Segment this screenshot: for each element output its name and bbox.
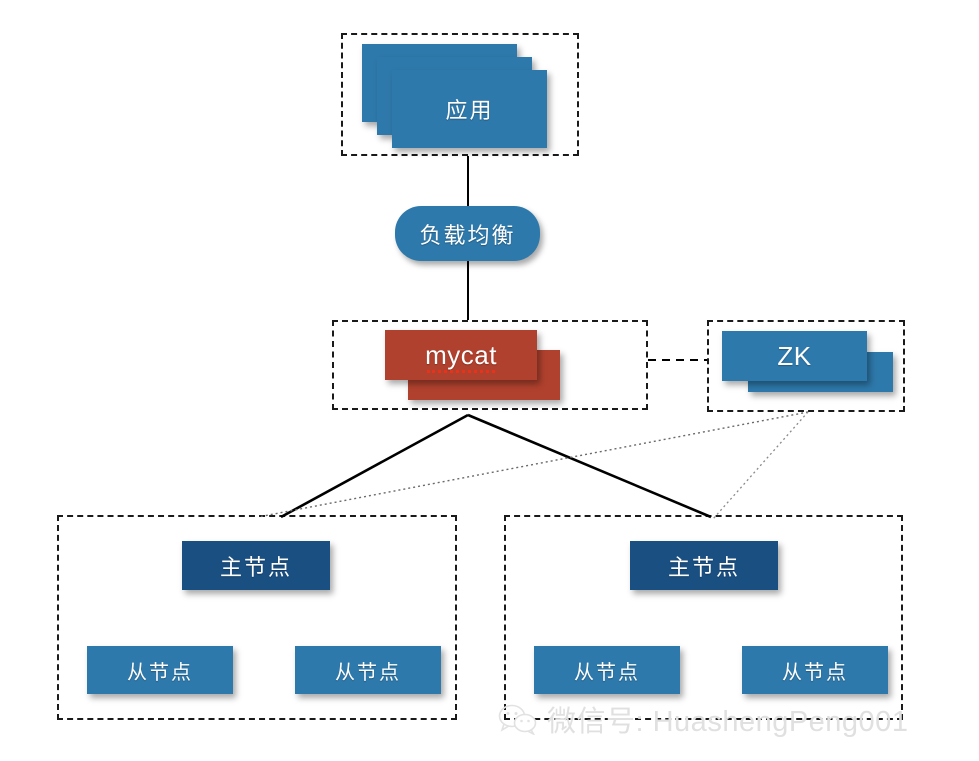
load-balancer-node[interactable]: 负载均衡	[395, 206, 540, 261]
right-slave-node-1[interactable]: 从节点	[534, 646, 680, 694]
zk-group-container	[707, 320, 905, 412]
right-slave-node-2[interactable]: 从节点	[742, 646, 888, 694]
app-node-label: 应用	[445, 98, 494, 123]
right-slave-label-1: 从节点	[574, 661, 640, 684]
right-slave-label-2: 从节点	[782, 661, 848, 684]
left-master-label: 主节点	[219, 554, 292, 580]
connector-mycat-to-left-master	[280, 413, 469, 519]
app-node[interactable]: 应用	[392, 70, 547, 148]
left-slave-label-1: 从节点	[127, 661, 193, 684]
load-balancer-label: 负载均衡	[419, 222, 516, 248]
mycat-group-container	[332, 320, 648, 410]
connector-mycat-to-right-master	[467, 413, 712, 519]
right-master-node[interactable]: 主节点	[630, 541, 778, 590]
zk-node[interactable]: ZK	[722, 331, 867, 381]
left-master-node[interactable]: 主节点	[182, 541, 330, 590]
left-cluster-container	[57, 515, 457, 720]
app-group-container	[341, 33, 579, 156]
zk-node-label: ZK	[777, 340, 812, 371]
connector-zk-to-left-cluster	[257, 411, 809, 518]
right-master-label: 主节点	[667, 554, 740, 580]
connector-zk-to-right-cluster	[712, 411, 809, 520]
mycat-node-label: mycat	[425, 339, 497, 373]
mycat-node[interactable]: mycat	[385, 330, 537, 380]
left-slave-node-2[interactable]: 从节点	[295, 646, 441, 694]
left-slave-label-2: 从节点	[335, 661, 401, 684]
left-slave-node-1[interactable]: 从节点	[87, 646, 233, 694]
